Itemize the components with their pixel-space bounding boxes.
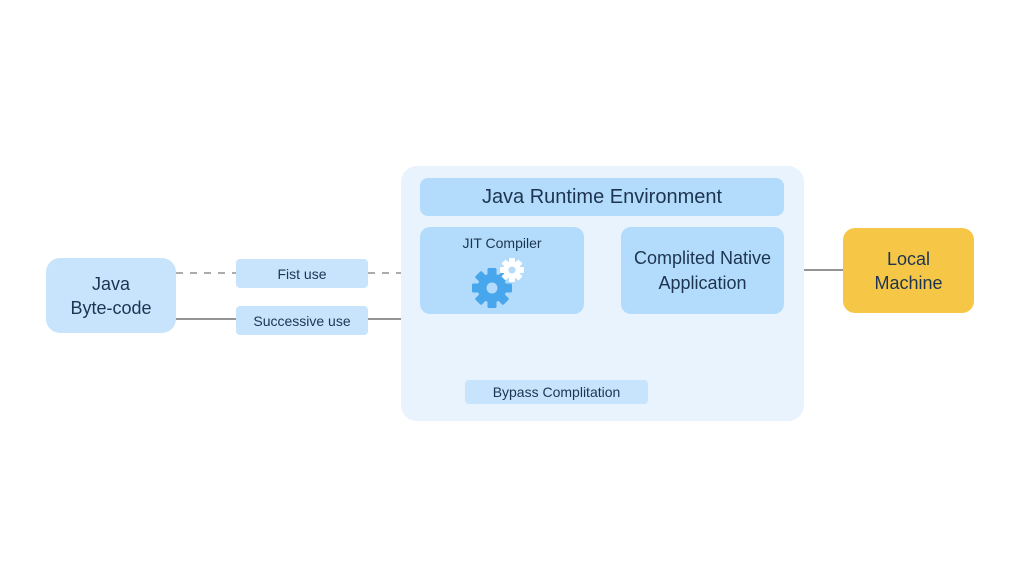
java-bytecode-line2: Byte-code — [70, 297, 152, 318]
local-machine-line1: Local — [886, 248, 931, 269]
bypass-compilation-label: Bypass Complitation — [465, 380, 648, 404]
java-bytecode-line1: Java — [91, 273, 131, 294]
java-bytecode-box: Java Byte-code — [46, 258, 176, 333]
jit-compiler-label: JIT Compiler — [462, 235, 542, 251]
gears-icon — [472, 258, 524, 308]
native-application-box: Complited Native Application — [621, 227, 784, 314]
native-application-line2: Application — [658, 272, 747, 293]
local-machine-line2: Machine — [874, 272, 943, 293]
native-application-line1: Complited Native — [633, 247, 772, 268]
successive-use-label: Successive use — [236, 306, 368, 335]
first-use-label: Fist use — [236, 259, 368, 288]
local-machine-box: Local Machine — [843, 228, 974, 313]
jre-title: Java Runtime Environment — [420, 178, 784, 216]
